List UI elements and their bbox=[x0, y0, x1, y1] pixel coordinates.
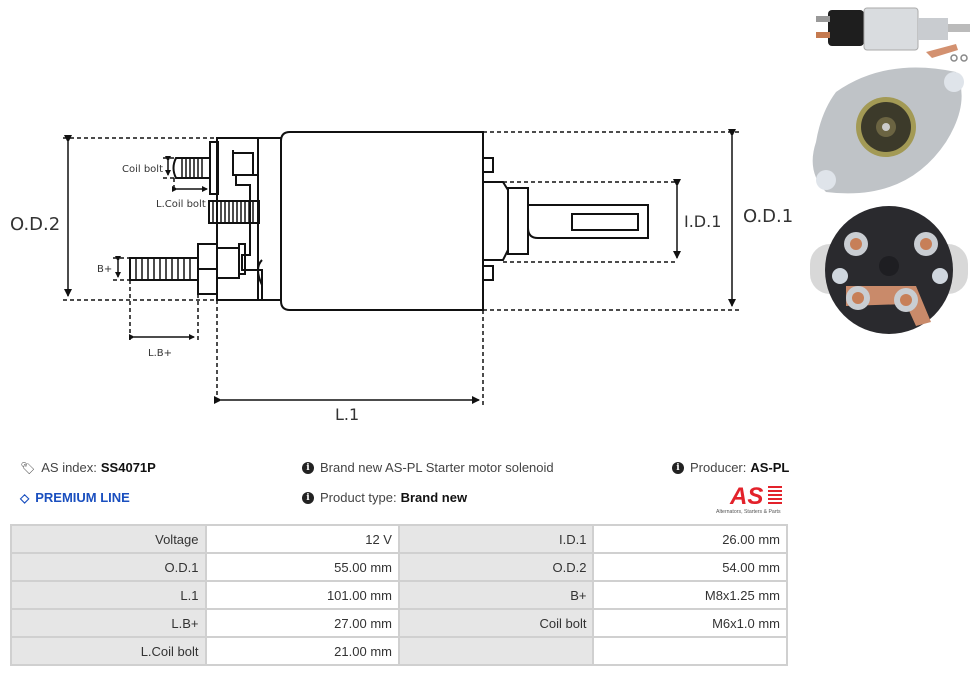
l-coil-bolt-label: L.Coil bolt bbox=[156, 199, 206, 210]
spec-value: 12 V bbox=[204, 524, 400, 554]
spec-value: 55.00 mm bbox=[204, 552, 400, 582]
spec-label: Voltage bbox=[10, 524, 207, 554]
spec-label: L.Coil bolt bbox=[10, 636, 207, 666]
spec-label: B+ bbox=[397, 580, 595, 610]
plunger bbox=[527, 204, 649, 239]
table-row: L.B+ 27.00 mm Coil bolt M6x1.0 mm bbox=[10, 608, 788, 638]
table-row: L.1 101.00 mm B+ M8x1.25 mm bbox=[10, 580, 788, 610]
side-view-photo[interactable] bbox=[806, 4, 972, 62]
spec-value: 26.00 mm bbox=[592, 524, 788, 554]
spec-value: 54.00 mm bbox=[592, 552, 788, 582]
coil-bolt-label: Coil bolt bbox=[122, 164, 163, 175]
spec-value: 101.00 mm bbox=[204, 580, 400, 610]
spec-label: Coil bolt bbox=[397, 608, 595, 638]
product-type-row: i Product type: Brand new bbox=[302, 490, 467, 505]
as-index-label: AS index: bbox=[41, 460, 97, 475]
coil-bolt-terminal bbox=[208, 200, 260, 224]
spec-label: L.B+ bbox=[10, 608, 207, 638]
solenoid-body bbox=[280, 131, 484, 311]
as-pl-logo: AS Alternators, Starters & Parts bbox=[716, 483, 782, 515]
table-row: Voltage 12 V I.D.1 26.00 mm bbox=[10, 524, 788, 554]
spec-label: O.D.2 bbox=[397, 552, 595, 582]
spec-value: 27.00 mm bbox=[204, 608, 400, 638]
product-type-value: Brand new bbox=[400, 490, 468, 505]
spec-label: O.D.1 bbox=[10, 552, 207, 582]
info-icon: i bbox=[672, 461, 684, 474]
as-index-row: 🏷 AS index: SS4071P bbox=[20, 460, 156, 475]
front-flange-photo[interactable] bbox=[806, 62, 972, 200]
producer-value: AS-PL bbox=[750, 460, 790, 475]
premium-line-badge: ◇ PREMIUM LINE bbox=[20, 490, 130, 505]
logo-mark: AS bbox=[729, 483, 763, 510]
info-icon: i bbox=[302, 461, 314, 474]
info-icon: i bbox=[302, 491, 314, 504]
spec-label: L.1 bbox=[10, 580, 207, 610]
product-type-label: Product type: bbox=[320, 490, 397, 505]
od2-label: O.D.2 bbox=[10, 214, 60, 235]
technical-drawing: O.D.2 O.D.1 I.D.1 L.1 Coil bolt L.Coil b… bbox=[10, 129, 793, 424]
spec-value: 21.00 mm bbox=[204, 636, 400, 666]
producer-label: Producer: bbox=[690, 460, 747, 475]
rear-terminals-photo[interactable] bbox=[806, 204, 972, 338]
producer-row: i Producer: AS-PL bbox=[672, 460, 789, 475]
spec-label: I.D.1 bbox=[397, 524, 595, 554]
b-plus-terminal bbox=[129, 257, 199, 281]
l-b-plus-label: L.B+ bbox=[148, 348, 172, 359]
spec-value bbox=[592, 636, 788, 666]
spec-label bbox=[397, 636, 595, 666]
table-row: O.D.1 55.00 mm O.D.2 54.00 mm bbox=[10, 552, 788, 582]
tags-icon: 🏷 bbox=[20, 460, 36, 475]
as-index-value: SS4071P bbox=[100, 460, 156, 475]
plunger-collar bbox=[507, 187, 529, 255]
description-text: Brand new AS-PL Starter motor solenoid bbox=[320, 460, 554, 475]
l1-label: L.1 bbox=[335, 405, 359, 424]
id1-label: I.D.1 bbox=[684, 212, 721, 231]
table-row: L.Coil bolt 21.00 mm bbox=[10, 636, 788, 666]
premium-line-label: PREMIUM LINE bbox=[35, 490, 130, 505]
spec-value: M8x1.25 mm bbox=[592, 580, 788, 610]
od1-label: O.D.1 bbox=[743, 206, 793, 227]
spec-value: M6x1.0 mm bbox=[592, 608, 788, 638]
description-row: i Brand new AS-PL Starter motor solenoid bbox=[302, 460, 554, 475]
specs-table: Voltage 12 V I.D.1 26.00 mm O.D.1 55.00 … bbox=[10, 524, 788, 666]
diamond-icon: ◇ bbox=[20, 490, 30, 505]
logo-tagline: Alternators, Starters & Parts bbox=[716, 509, 781, 515]
b-plus-label: B+ bbox=[97, 264, 112, 275]
